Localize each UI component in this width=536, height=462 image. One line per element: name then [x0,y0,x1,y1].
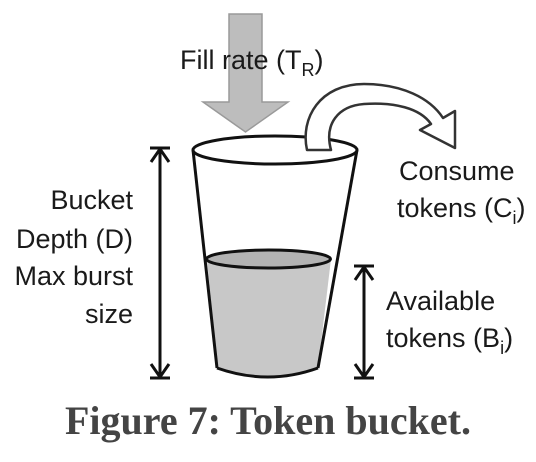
fill-arrow [200,13,291,133]
fill-rate-label: Fill rate (TR) [180,45,324,80]
available-tokens-arrow [353,264,375,380]
figure-caption: Figure 7: Token bucket. [65,398,471,443]
bucket-depth-line1: Bucket [50,185,133,215]
bucket-depth-line4: size [85,299,133,329]
available-label-line2: tokens (Bi) [386,323,513,358]
bucket-depth-line3: Max burst [14,261,133,291]
bucket-liquid [205,248,332,377]
consume-arrow [304,82,457,152]
bucket-depth-arrow [149,146,171,380]
available-label-line1: Available [386,286,495,316]
bucket-depth-line2: Depth (D) [16,224,133,254]
consume-label-line2: tokens (Ci) [397,193,526,228]
consume-label-line1: Consume [399,156,515,186]
